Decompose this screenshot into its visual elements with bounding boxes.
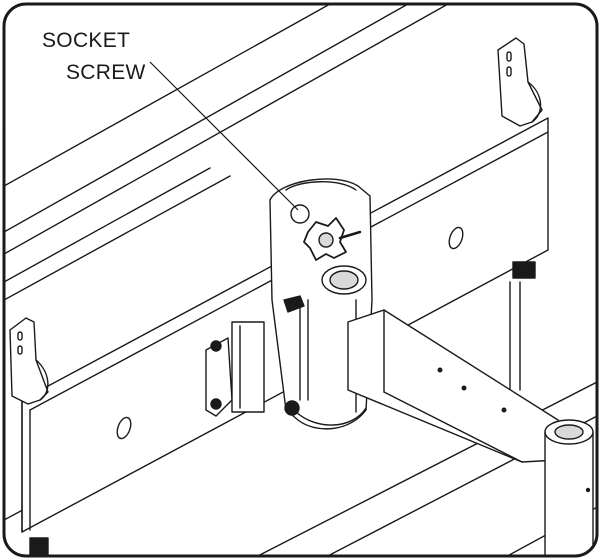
right-hook-bracket [497, 37, 543, 391]
arm-end-cylinder [544, 419, 594, 556]
callout-label-line1: SOCKET [42, 29, 131, 52]
socket-screw-knob [290, 204, 362, 261]
pivot-housing [269, 178, 373, 430]
callout-leader-line [149, 61, 299, 211]
left-hook-bracket [9, 317, 49, 556]
plate-hole-left [116, 416, 132, 440]
wall-perspective-lines [4, 4, 597, 556]
pivot-mount-plate [205, 321, 265, 417]
swing-arm [347, 309, 559, 463]
callout-label-line2: SCREW [66, 61, 146, 84]
plate-hole-right [448, 226, 464, 250]
